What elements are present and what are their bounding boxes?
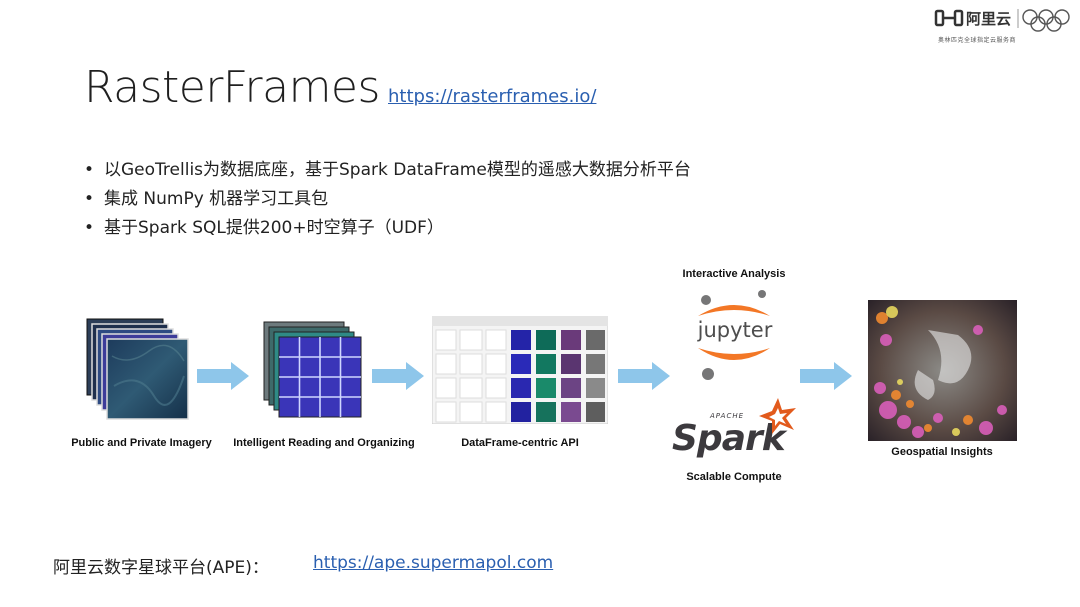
ape-link[interactable]: https://ape.supermapol.com xyxy=(313,553,554,573)
bullet-item: 以GeoTrellis为数据底座，基于Spark DataFrame模型的遥感大… xyxy=(84,156,691,185)
footer-label: 阿里云数字星球平台(APE)： xyxy=(53,558,269,578)
jupyter-logo-icon xyxy=(698,290,770,380)
imagery-stack-icon xyxy=(86,318,189,420)
caption-scalable-compute: Scalable Compute xyxy=(686,471,782,483)
arrow-right-icon xyxy=(618,362,670,390)
caption-geospatial-insights: Geospatial Insights xyxy=(891,446,993,458)
logo-tagline: 奥林匹克全球指定云服务商 xyxy=(938,37,1017,44)
apache-wordmark: APACHE xyxy=(710,412,745,420)
tiled-grid-icon xyxy=(263,321,362,418)
bullet-item: 基于Spark SQL提供200+时空算子（UDF） xyxy=(84,214,691,243)
page-title: RasterFrames xyxy=(84,62,380,113)
rasterframes-link[interactable]: https://rasterframes.io/ xyxy=(388,86,597,107)
caption-interactive-analysis: Interactive Analysis xyxy=(682,268,786,280)
bullet-item: 集成 NumPy 机器学习工具包 xyxy=(84,185,691,214)
caption-dataframe-api: DataFrame-centric API xyxy=(461,437,579,449)
caption-reading: Intelligent Reading and Organizing xyxy=(233,437,415,449)
bullet-list: 以GeoTrellis为数据底座，基于Spark DataFrame模型的遥感大… xyxy=(84,156,691,243)
arrow-right-icon xyxy=(372,362,424,390)
aliyun-logo: 阿里云 奥林匹克全球指定云服务商 xyxy=(934,6,1074,46)
jupyter-wordmark: jupyter xyxy=(697,318,773,342)
arrow-right-icon xyxy=(197,362,249,390)
arrow-right-icon xyxy=(800,362,852,390)
olympic-rings-icon xyxy=(934,9,1070,32)
geospatial-insights-image xyxy=(868,300,1017,441)
caption-imagery: Public and Private Imagery xyxy=(71,437,212,449)
logo-brand: 阿里云 xyxy=(966,10,1012,28)
spark-wordmark: Spark xyxy=(672,418,786,459)
spark-star-icon xyxy=(759,398,796,434)
dataframe-table-icon xyxy=(432,316,608,424)
